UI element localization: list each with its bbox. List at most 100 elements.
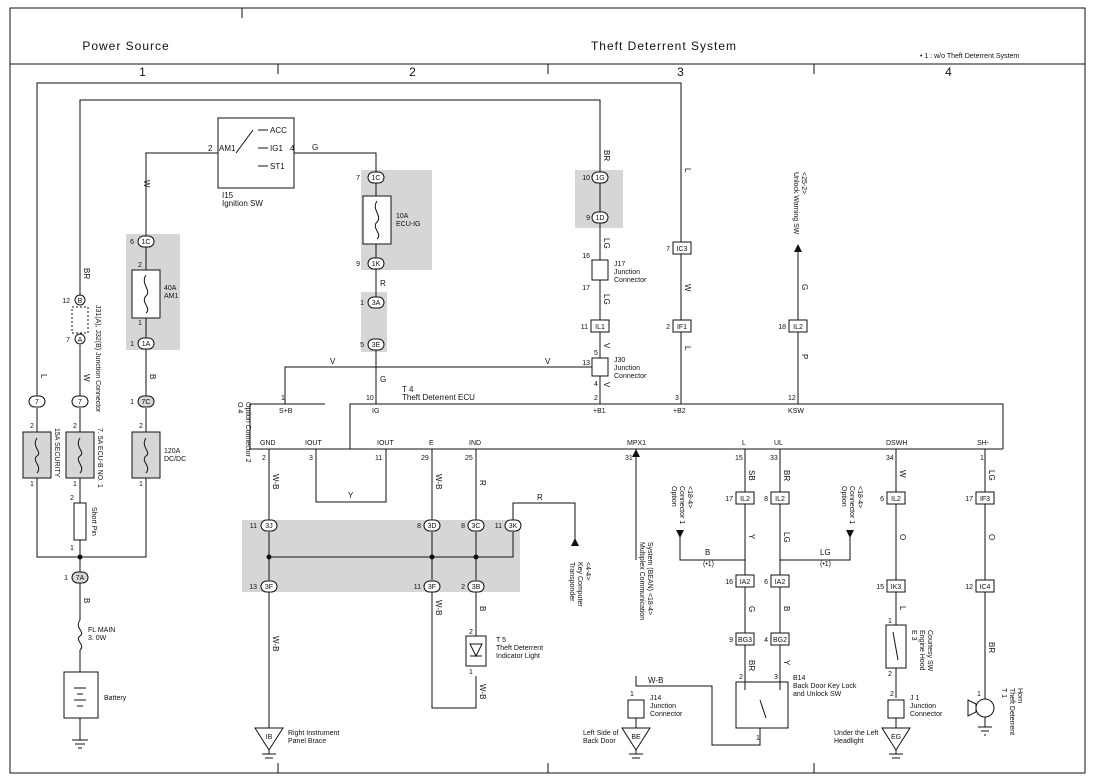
svg-text:J17: J17: [614, 261, 625, 268]
svg-text:BE: BE: [631, 734, 641, 741]
svg-text:Y: Y: [747, 534, 756, 540]
svg-text:ST1: ST1: [270, 162, 285, 171]
svg-text:E: E: [429, 440, 434, 447]
svg-text:29: 29: [421, 455, 429, 462]
svg-text:Under the Left: Under the Left: [834, 730, 878, 737]
svg-text:IB: IB: [266, 734, 273, 741]
ground-be: BE Left Side of Back Door: [583, 727, 651, 759]
svg-text:2: 2: [73, 423, 77, 430]
svg-text:O: O: [898, 534, 907, 540]
svg-text:ACC: ACC: [270, 126, 287, 135]
svg-text:(•1): (•1): [703, 561, 714, 568]
svg-text:Connector 1: Connector 1: [848, 486, 855, 524]
svg-text:1: 1: [130, 399, 134, 406]
svg-text:W-B: W-B: [478, 684, 487, 699]
svg-text:IL2: IL2: [793, 324, 803, 331]
svg-text:Right Instrument: Right Instrument: [288, 730, 339, 737]
multiplex-ref: Multiplex Communication System (BEAN) <1…: [632, 449, 653, 620]
svg-text:Indicator Light: Indicator Light: [496, 653, 540, 660]
svg-text:T 1: T 1: [1000, 688, 1007, 698]
svg-text:S+B: S+B: [279, 408, 293, 415]
svg-text:Horn: Horn: [1016, 688, 1023, 703]
svg-text:1: 1: [139, 481, 143, 488]
svg-text:GND: GND: [260, 440, 276, 447]
svg-text:1: 1: [73, 481, 77, 488]
svg-text:BR: BR: [987, 642, 996, 653]
svg-text:Junction: Junction: [614, 269, 640, 276]
svg-text:IG: IG: [372, 408, 379, 415]
svg-text:FL MAIN: FL MAIN: [88, 627, 115, 634]
svg-text:LG: LG: [602, 294, 611, 305]
svg-text:Ignition SW: Ignition SW: [222, 199, 263, 208]
svg-text:12: 12: [62, 298, 70, 305]
svg-text:W-B: W-B: [271, 636, 280, 651]
svg-text:G: G: [380, 375, 386, 384]
svg-text:12: 12: [788, 395, 796, 402]
svg-text:10A: 10A: [396, 213, 409, 220]
svg-text:Left Side of: Left Side of: [583, 730, 618, 737]
svg-text:31: 31: [625, 455, 633, 462]
svg-text:DC/DC: DC/DC: [164, 456, 186, 463]
svg-text:3D: 3D: [428, 523, 437, 530]
svg-text:IL2: IL2: [740, 496, 750, 503]
svg-text:Panel Brace: Panel Brace: [288, 738, 326, 745]
svg-text:<18-4>: <18-4>: [686, 486, 693, 508]
svg-text:B: B: [78, 298, 83, 305]
svg-text:IK3: IK3: [891, 584, 902, 591]
svg-text:1: 1: [756, 735, 760, 742]
svg-text:16: 16: [725, 579, 733, 586]
svg-text:1D: 1D: [596, 215, 605, 222]
svg-text:G: G: [800, 284, 809, 290]
svg-text:O 4: O 4: [236, 402, 243, 413]
svg-text:Option: Option: [840, 486, 847, 507]
svg-text:AM1: AM1: [219, 144, 236, 153]
option-connector-ref-left: Option Connector 1 <18-4>: [670, 486, 693, 538]
svg-text:Option Connector 2: Option Connector 2: [244, 402, 251, 463]
svg-text:Back Door: Back Door: [583, 738, 616, 745]
svg-text:18: 18: [778, 324, 786, 331]
svg-text:2: 2: [890, 691, 894, 698]
wires: [36, 82, 986, 746]
svg-text:1: 1: [30, 481, 34, 488]
svg-text:1: 1: [630, 691, 634, 698]
svg-text:2: 2: [139, 423, 143, 430]
svg-text:2: 2: [739, 674, 743, 681]
svg-text:A: A: [78, 337, 83, 344]
svg-text:8: 8: [417, 523, 421, 530]
svg-text:11: 11: [414, 584, 421, 591]
svg-text:40A: 40A: [164, 285, 177, 292]
svg-text:B: B: [148, 374, 157, 379]
svg-text:R: R: [537, 493, 543, 502]
svg-text:BR: BR: [602, 150, 611, 161]
svg-text:Junction: Junction: [650, 703, 676, 710]
svg-text:5: 5: [360, 342, 364, 349]
svg-text:7C: 7C: [142, 399, 151, 406]
svg-text:6: 6: [130, 239, 134, 246]
svg-text:LG: LG: [782, 532, 791, 543]
svg-text:BR: BR: [82, 268, 91, 279]
svg-text:3: 3: [675, 395, 679, 402]
svg-text:2: 2: [70, 495, 74, 502]
svg-text:2: 2: [138, 262, 142, 269]
j14-junction: 1 J14 Junction Connector: [627, 691, 683, 719]
svg-text:V: V: [545, 357, 551, 366]
svg-text:IOUT: IOUT: [377, 440, 394, 447]
svg-text:1: 1: [138, 320, 142, 327]
svg-text:Courtesy SW: Courtesy SW: [926, 630, 933, 672]
svg-text:5: 5: [594, 350, 598, 357]
svg-text:T 5: T 5: [496, 637, 506, 644]
svg-text:Junction: Junction: [614, 365, 640, 372]
svg-text:IC3: IC3: [677, 246, 688, 253]
svg-text:IL2: IL2: [891, 496, 901, 503]
svg-text:L: L: [39, 374, 48, 379]
svg-text:3J: 3J: [265, 523, 272, 530]
j30-junction: 13 54 J30 Junction Connector: [582, 350, 647, 388]
svg-text:2: 2: [888, 671, 892, 678]
svg-text:33: 33: [770, 455, 778, 462]
fuse-dcdc: 120A DC/DC 21: [131, 423, 186, 488]
svg-text:6: 6: [880, 496, 884, 503]
